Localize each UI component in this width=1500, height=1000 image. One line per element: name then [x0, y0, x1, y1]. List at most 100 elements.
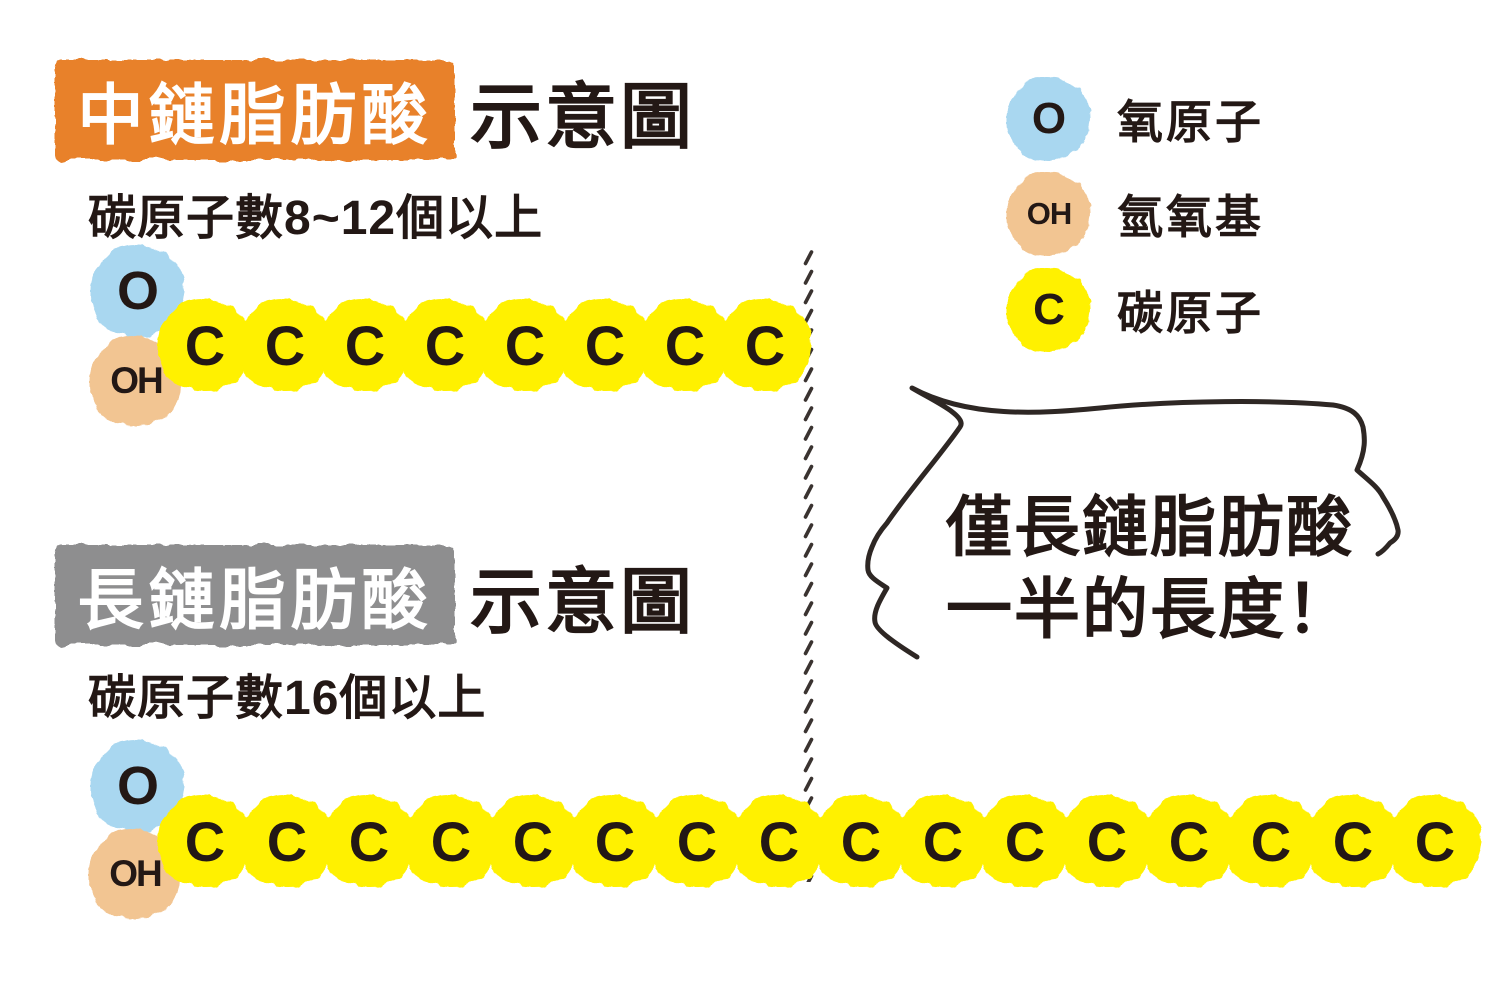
carbon-circle — [1224, 795, 1318, 887]
carbon-atom: C — [322, 795, 416, 887]
carbon-atom: C — [486, 795, 580, 887]
carbon-circle — [978, 795, 1072, 887]
callout-line-1: 僅長鏈脂肪酸 — [946, 490, 1354, 564]
carbon-symbol: C — [1414, 809, 1456, 873]
carbon-circle — [568, 795, 662, 887]
carbon-circle — [814, 795, 908, 887]
carbon-symbol: C — [922, 809, 964, 873]
carbon-atom: C — [558, 299, 652, 391]
carbon-atom: C — [158, 795, 252, 887]
oxygen-symbol: O — [116, 261, 159, 321]
carbon-circle — [1306, 795, 1400, 887]
legend-hydroxyl-atom: OH — [1007, 172, 1091, 256]
carbon-symbol: C — [744, 313, 786, 377]
carbon-atom: C — [1388, 795, 1482, 887]
long-chain-badge-label: 長鏈脂肪酸 — [77, 563, 433, 637]
carbon-circle — [404, 795, 498, 887]
oxygen-symbol: O — [116, 756, 159, 816]
hydroxyl-symbol: OH — [109, 853, 163, 894]
carbon-symbol: C — [184, 809, 226, 873]
carbon-circle — [158, 795, 252, 887]
carbon-symbol: C — [584, 313, 626, 377]
medium-chain-badge-background — [55, 60, 455, 160]
medium-chain-badge-label: 中鏈脂肪酸 — [77, 78, 433, 152]
carbon-atom: C — [238, 299, 332, 391]
carbon-symbol: C — [504, 313, 546, 377]
carbon-atom: C — [568, 795, 662, 887]
legend-oxygen-atom: O — [1007, 77, 1091, 161]
carbon-symbol: C — [1086, 809, 1128, 873]
legend-carbon-label: 碳原子 — [1117, 287, 1264, 339]
legend-item-carbon: C 碳原子 — [1007, 268, 1264, 352]
carbon-symbol: C — [424, 313, 466, 377]
carbon-atom: C — [398, 299, 492, 391]
carbon-atom: C — [718, 299, 812, 391]
legend-carbon-atom: C — [1007, 268, 1091, 352]
carbon-circle — [486, 795, 580, 887]
carbon-symbol: C — [1250, 809, 1292, 873]
carbon-symbol: C — [1168, 809, 1210, 873]
carbon-circle — [638, 299, 732, 391]
hydroxyl-symbol: OH — [110, 360, 164, 401]
long-chain-title-badge: 長鏈脂肪酸 — [55, 545, 455, 645]
legend-hydroxyl-label: 氫氧基 — [1117, 191, 1264, 243]
carbon-symbol: C — [1332, 809, 1374, 873]
carbon-symbol: C — [1004, 809, 1046, 873]
carbon-atom: C — [318, 299, 412, 391]
long-chain-badge-background — [55, 545, 455, 645]
carbon-symbol: C — [758, 809, 800, 873]
long-chain-subtitle: 碳原子數16個以上 — [88, 672, 487, 725]
carbon-symbol: C — [264, 313, 306, 377]
carbon-symbol: C — [840, 809, 882, 873]
carbon-atom: C — [1060, 795, 1154, 887]
carbon-atom: C — [1142, 795, 1236, 887]
carbon-circle — [558, 299, 652, 391]
carbon-circle — [1060, 795, 1154, 887]
carbon-atom: C — [978, 795, 1072, 887]
carbon-circle — [398, 299, 492, 391]
oxygen-symbol: O — [1031, 94, 1067, 143]
carbon-symbol: C — [266, 809, 308, 873]
carbon-atom: C — [404, 795, 498, 887]
carbon-symbol: C — [512, 809, 554, 873]
hydroxyl-group: OH — [89, 829, 181, 919]
carbon-circle — [1007, 268, 1091, 352]
legend-oxygen-label: 氧原子 — [1117, 96, 1264, 148]
carbon-atom: C — [814, 795, 908, 887]
long-chain-title-suffix: 示意圖 — [470, 562, 696, 643]
carbon-atom: C — [1224, 795, 1318, 887]
speech-bubble — [865, 385, 1401, 660]
medium-chain-title-badge: 中鏈脂肪酸 — [55, 60, 455, 160]
carbon-circle — [1388, 795, 1482, 887]
medium-chain-title-suffix: 示意圖 — [470, 77, 696, 158]
hydroxyl-circle — [1007, 172, 1091, 256]
carbon-atom: C — [158, 299, 252, 391]
medium-chain-subtitle: 碳原子數8~12個以上 — [88, 192, 544, 245]
carbon-symbol: C — [430, 809, 472, 873]
carbon-circle — [318, 299, 412, 391]
carbon-circle — [896, 795, 990, 887]
callout-text: 僅長鏈脂肪酸 一半的長度！ — [900, 486, 1400, 650]
carbon-symbol: C — [344, 313, 386, 377]
carbon-circle — [322, 795, 416, 887]
carbon-circle — [1142, 795, 1236, 887]
carbon-circle — [240, 795, 334, 887]
carbon-circle — [718, 299, 812, 391]
carbon-symbol: C — [1033, 285, 1065, 334]
carbon-circle — [238, 299, 332, 391]
carbon-symbol: C — [184, 313, 226, 377]
carbon-symbol: C — [594, 809, 636, 873]
hydroxyl-symbol: OH — [1026, 196, 1073, 231]
callout-line-2: 一半的長度！ — [946, 572, 1354, 646]
carbon-circle — [732, 795, 826, 887]
carbon-atom: C — [896, 795, 990, 887]
carbon-symbol: C — [664, 313, 706, 377]
carbon-atom: C — [638, 299, 732, 391]
carbon-atom: C — [732, 795, 826, 887]
carbon-atom: C — [478, 299, 572, 391]
carbon-circle — [478, 299, 572, 391]
carbon-atom: C — [240, 795, 334, 887]
speech-bubble-outline — [865, 385, 1401, 660]
carbon-circle — [158, 299, 252, 391]
